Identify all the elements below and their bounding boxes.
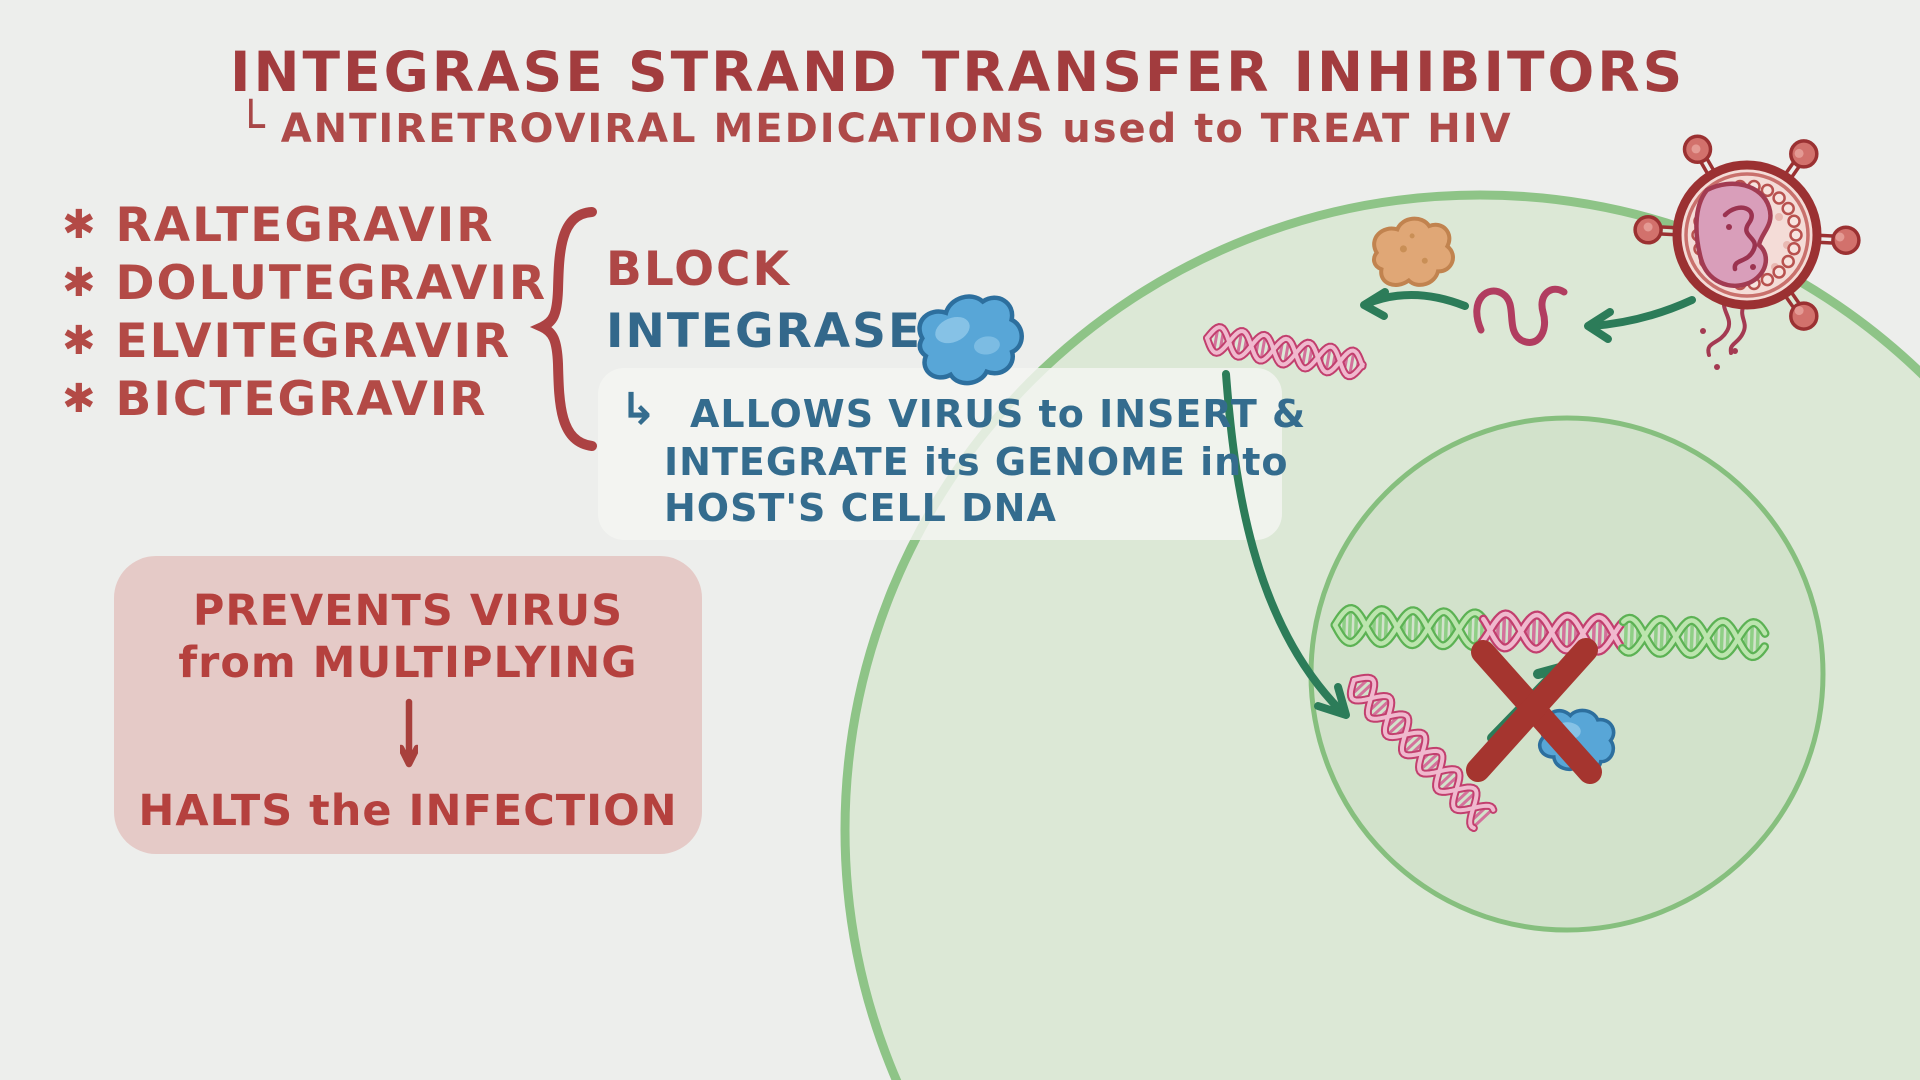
asterisk-icon: ✱ [62, 202, 98, 248]
enzyme-label: INTEGRASE [606, 304, 923, 359]
asterisk-icon: ✱ [62, 318, 98, 364]
host-dna-helix [1330, 604, 1770, 662]
drug-item-bictegravir: ✱ BICTEGRAVIR [62, 370, 547, 428]
asterisk-icon: ✱ [62, 376, 98, 422]
drug-list: ✱ RALTEGRAVIR ✱ DOLUTEGRAVIR ✱ ELVITEGRA… [62, 196, 547, 428]
virion-rna-tail [1706, 293, 1747, 357]
viral-dna-helix-nucleus [1346, 673, 1498, 833]
arrow-into-nucleus [1222, 370, 1350, 719]
outcome-line3: HALTS the INFECTION [138, 786, 678, 836]
down-arrow-icon [400, 698, 418, 768]
hiv-virion [1633, 134, 1861, 370]
drug-item-elvitegravir: ✱ ELVITEGRAVIR [62, 312, 547, 370]
blocked-integration-x [1466, 638, 1602, 784]
subtitle: └ ANTIRETROVIRAL MEDICATIONS used to TRE… [237, 99, 1513, 153]
viral-rna-squiggle [1473, 285, 1568, 346]
drug-name: DOLUTEGRAVIR [115, 255, 548, 311]
virion-spikes [1633, 134, 1861, 331]
mechanism-note-line3: HOST'S CELL DNA [664, 486, 1057, 530]
outcome-line1: PREVENTS VIRUS [192, 586, 624, 636]
drug-name: RALTEGRAVIR [115, 197, 495, 253]
drug-item-dolutegravir: ✱ DOLUTEGRAVIR [62, 254, 547, 312]
reverse-transcriptase-blob [1368, 212, 1458, 292]
mechanism-note-line1: ALLOWS VIRUS to INSERT & [690, 392, 1307, 436]
integrase-enzyme-blob [914, 290, 1027, 389]
drug-name: BICTEGRAVIR [115, 371, 488, 427]
hook-arrow-icon: ↳ [620, 384, 657, 435]
outcome-line2: from MULTIPLYING [178, 638, 638, 688]
curly-brace [529, 207, 597, 451]
viral-dna-helix-cytoplasm [1203, 323, 1367, 381]
corner-arrow-icon: └ [237, 99, 267, 153]
asterisk-icon: ✱ [62, 260, 98, 306]
arrow-rna-to-dna [1360, 288, 1469, 320]
block-label: BLOCK [606, 242, 791, 297]
virion-capsid [1694, 181, 1773, 288]
mechanism-note-line2: INTEGRATE its GENOME into [664, 440, 1289, 484]
page-title: INTEGRASE STRAND TRANSFER INHIBITORS [230, 40, 1686, 104]
outcome-box: PREVENTS VIRUS from MULTIPLYING HALTS th… [114, 556, 702, 854]
note-backdrop [598, 368, 1282, 540]
arrow-virus-to-rna [1584, 296, 1696, 343]
drug-item-raltegravir: ✱ RALTEGRAVIR [62, 196, 547, 254]
subtitle-text: ANTIRETROVIRAL MEDICATIONS used to TREAT… [280, 106, 1513, 152]
drug-name: ELVITEGRAVIR [115, 313, 512, 369]
